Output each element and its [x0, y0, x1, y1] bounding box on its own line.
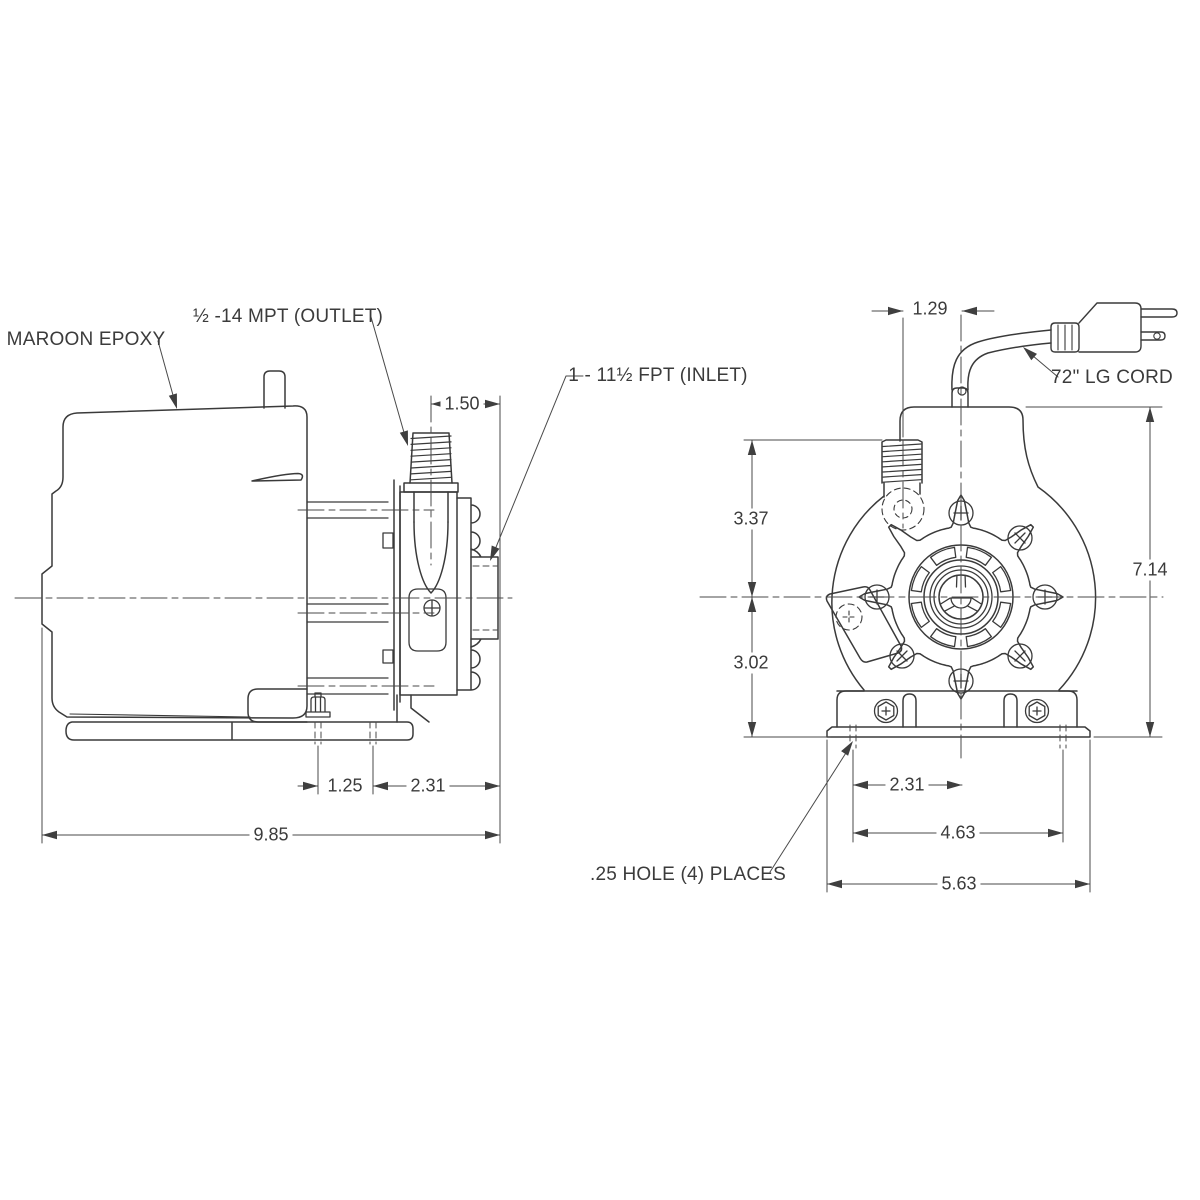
tie-rods: [306, 501, 394, 695]
dim-outlet-to-face: 1.50: [440, 393, 484, 415]
dim-foot-hole-spacing: 1.25: [323, 775, 367, 797]
dim-center-to-base: 3.02: [729, 652, 773, 674]
leader-lines: [157, 316, 1059, 873]
motor-base-plate: [65, 721, 414, 741]
label-holes: .25 HOLE (4) PLACES: [590, 864, 786, 885]
power-plug: [1050, 302, 1178, 353]
dim-base-width: 5.63: [937, 873, 981, 895]
centerlines: [14, 314, 1164, 759]
dim-overall-length: 9.85: [249, 824, 293, 846]
label-maroon-epoxy: MAROON EPOXY: [6, 329, 166, 350]
base-slot-right: [1003, 693, 1018, 728]
pump-face-windows: [910, 546, 1012, 648]
dim-center-to-top: 3.37: [729, 508, 773, 530]
dim-cord-to-center: 1.29: [908, 298, 952, 320]
base-screws: [873, 698, 1050, 724]
label-cord: 72" LG CORD: [1051, 367, 1173, 388]
label-outlet: ½ -14 MPT (OUTLET): [192, 306, 384, 327]
hidden-lines: [314, 565, 1067, 749]
outlet-port-front: [881, 439, 923, 498]
dim-base-hole-spacing: 4.63: [936, 822, 980, 844]
front-housing-outline: [831, 406, 1097, 691]
label-inlet: 1 - 11½ FPT (INLET): [568, 365, 748, 386]
front-base: [826, 690, 1091, 738]
impeller-center-flag: [950, 597, 972, 609]
plug-prong-bottom: [1140, 331, 1166, 341]
impeller-spokes: [940, 575, 982, 612]
plug-prong-top: [1140, 308, 1178, 318]
dim-base-hole-to-center: 2.31: [885, 774, 929, 796]
pump-face-screw: [408, 588, 447, 652]
base-slot-left: [902, 693, 917, 728]
clamp-bolt: [305, 692, 331, 718]
motor-seam-top: [251, 472, 304, 482]
dim-foot-hole-to-face: 2.31: [406, 775, 450, 797]
pump-foot-bracket: [396, 694, 430, 723]
motor-housing-outline: [41, 405, 308, 719]
cord-entry-end: [957, 386, 967, 396]
port-hidden-circle: [881, 487, 925, 531]
motor-seam-bottom: [69, 713, 251, 718]
power-cord: [951, 329, 1052, 391]
dim-overall-height: 7.14: [1128, 559, 1172, 581]
side-view: [41, 370, 499, 741]
dimension-lines: [41, 310, 1163, 893]
port-thread-lines: [882, 443, 922, 483]
side-lever: [825, 586, 903, 663]
motor-terminal: [263, 370, 286, 409]
pump-front-flange: [456, 497, 481, 691]
pump-rear-plate: [393, 479, 401, 711]
